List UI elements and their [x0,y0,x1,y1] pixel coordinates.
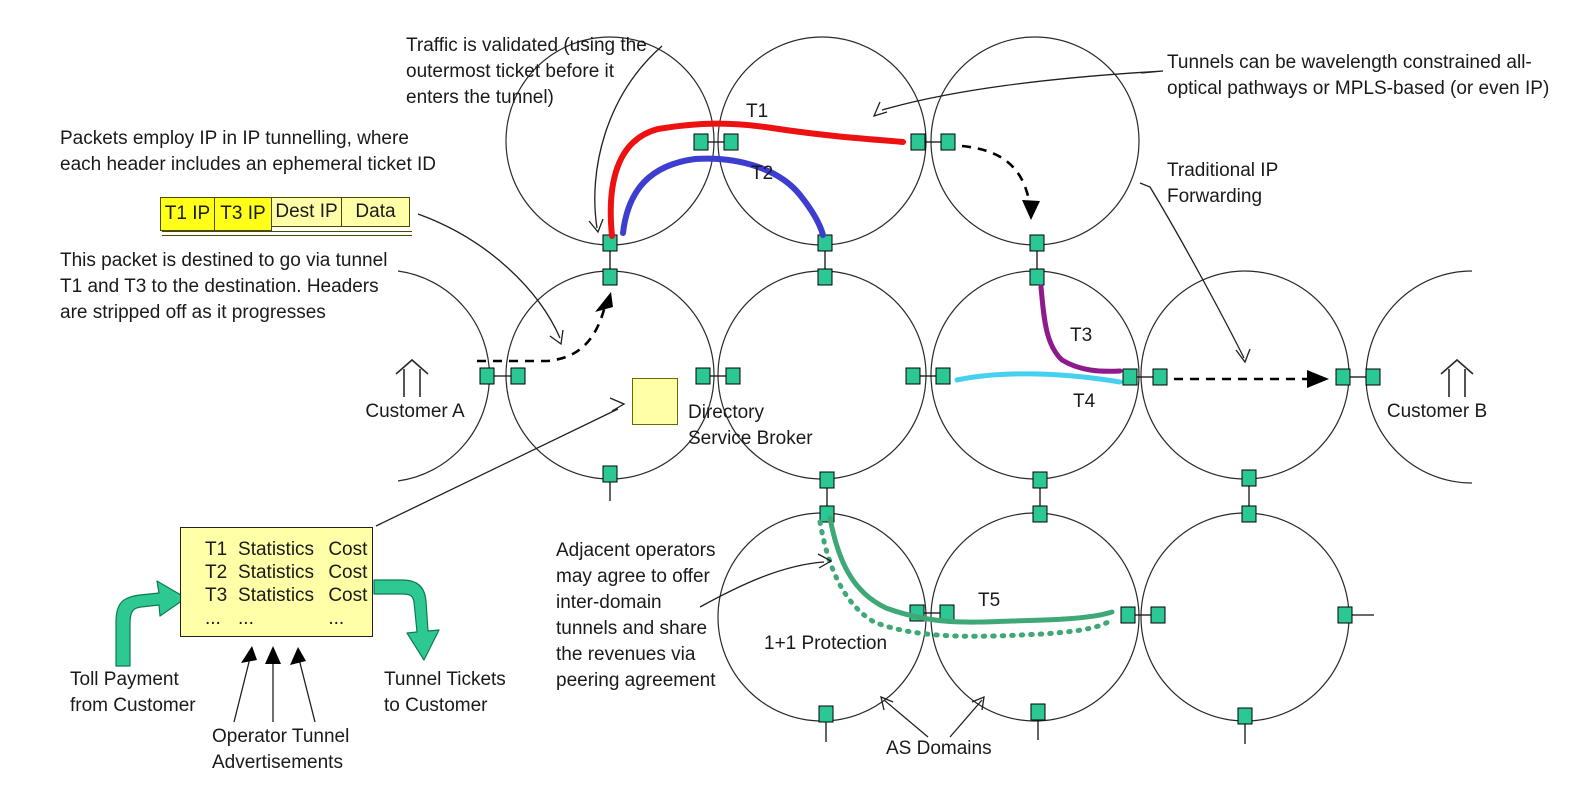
stats-cell: T1 [205,539,228,560]
tunnel-t5-protection-dotted [817,519,1111,639]
protection-label: 1+1 Protection [764,633,888,654]
customer-b-icon [1440,358,1474,397]
leader-traffic-validated [594,45,663,229]
directory-broker-box [632,378,678,425]
as-domain-circle [1140,512,1350,722]
packet-cell-data: Data [342,197,410,227]
as-domain-circle [930,36,1140,246]
advertisement-arrows [233,657,316,723]
stats-cell: Cost [328,562,368,583]
tunnel-t3-label: T3 [1070,325,1093,346]
leader-adjacent-operators [699,561,825,608]
packet-cell-t3ip: T3 IP [215,197,272,231]
gateway-squares [479,133,1381,725]
note-tunnels-wavelength: Tunnels can be wavelength constrained al… [1167,52,1550,99]
note-advertisements: Operator Tunnel Advertisements [212,726,350,773]
stats-row: T3 Statistics Cost [205,584,372,607]
stats-row: T1 Statistics Cost [205,538,372,561]
note-tunnel-tickets: Tunnel Tickets to Customer [384,669,506,716]
stats-cell: T3 [205,585,228,606]
stats-cell: ... [238,608,254,629]
tunnel-t2-blue [620,155,826,238]
note-traditional-ip: Traditional IP Forwarding [1167,160,1279,207]
tunnel-t3-purple [1038,284,1123,374]
leader-lines [375,45,1251,738]
leader-as-domains-right [949,699,983,738]
leader-tunnels-wavelength [881,70,1164,111]
stats-cell: Cost [328,539,368,560]
customer-a-icon [395,358,429,397]
advertisement-arrowheads [241,646,306,665]
tunnel-t5-label: T5 [978,590,1001,611]
directory-broker-label: Directory Service Broker [688,402,813,449]
tunnel-t2-label: T2 [751,163,774,184]
note-traffic-validated: Traffic is validated (using the outermos… [406,35,647,108]
gateway-links [494,141,1374,744]
stats-cell: Cost [328,585,368,606]
note-packets-employ: Packets employ IP in IP tunnelling, wher… [60,128,437,175]
as-domain-circle [717,512,927,722]
as-domains-label: AS Domains [886,738,992,759]
dashed-paths [477,144,1310,381]
tunnel-tickets-arrow [373,579,440,661]
note-this-packet: This packet is destined to go via tunnel… [60,250,388,323]
stats-row: ... ... ... [205,607,372,630]
customer-b-network-arc [1365,270,1473,484]
dashed-path-arrowheads [595,200,1329,388]
packet-entry-dashed-path [477,301,608,363]
as-domain-circle [930,512,1140,722]
stats-cell: Statistics [238,562,315,583]
packet-header-table: T1 IP T3 IP Dest IP Data [160,197,410,231]
packet-table-underline [162,231,412,236]
stats-cell: Statistics [238,585,315,606]
packet-cell-destip: Dest IP [272,197,342,227]
tunnel-t4-cyan [954,371,1123,385]
stats-row: T2 Statistics Cost [205,561,372,584]
toll-payment-arrow [115,580,187,667]
broker-statistics-box: T1 Statistics Cost T2 Statistics Cost T3… [180,527,373,637]
note-toll-payment: Toll Payment from Customer [70,669,196,716]
tunnel-t1-label: T1 [746,101,769,122]
leader-traditional-ip [1139,182,1245,359]
customer-a-label: Customer A [365,401,465,422]
stats-cell: ... [328,608,345,629]
stats-cell: ... [205,608,221,629]
leader-as-domains-left [883,699,929,738]
leader-stats-to-directory [375,408,619,527]
top-right-dashed-path [961,144,1032,207]
customer-b-label: Customer B [1386,401,1488,422]
leader-packet-to-path [417,213,561,339]
stats-cell: Statistics [238,539,315,560]
tunnel-t4-label: T4 [1073,391,1096,412]
stats-cell: T2 [205,562,228,583]
flow-arrows [115,579,440,667]
packet-cell-t1ip: T1 IP [160,197,215,231]
note-adjacent-operators: Adjacent operators may agree to offer in… [556,540,716,691]
tunnel-t1-red [607,120,906,239]
tunnel-t5-solid [827,515,1115,625]
